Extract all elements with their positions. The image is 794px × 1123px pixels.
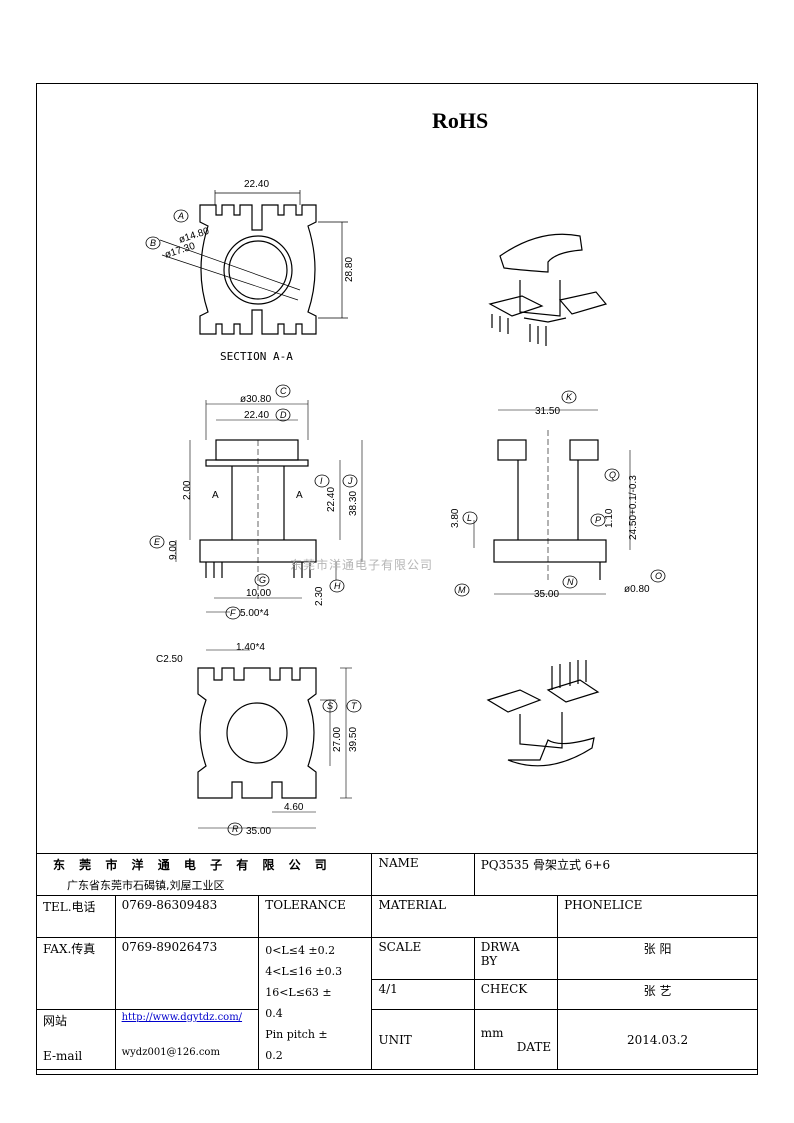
dim-chamfer: C2.50: [156, 654, 183, 665]
check-label: CHECK: [473, 979, 559, 1010]
front-view: [175, 400, 363, 613]
callout-p: P: [595, 515, 601, 525]
tolerance-line-5: Pin pitch ±: [265, 1028, 328, 1041]
material-value: PHONELICE: [557, 895, 758, 938]
tolerance-values: 0<L≤4 ±0.2 4<L≤16 ±0.3 16<L≤63 ± 0.4 Pin…: [258, 937, 373, 1070]
material-label: MATERIAL: [371, 895, 559, 938]
callout-e: E: [154, 537, 161, 547]
callout-r: R: [232, 824, 239, 834]
date-value: 2014.03.2: [557, 1009, 758, 1070]
dim-side-small: 1.10: [604, 508, 615, 528]
callout-j: J: [347, 476, 353, 486]
web-email-labels: 网站 E-mail: [36, 1009, 116, 1070]
tel-value: 0769-86309483: [114, 895, 260, 938]
callout-l: L: [467, 513, 472, 523]
unit-label: UNIT: [371, 1009, 475, 1070]
callout-m: M: [458, 585, 466, 595]
tolerance-line-1: 0<L≤4 ±0.2: [265, 944, 336, 957]
side-view: [473, 409, 631, 595]
callout-h: H: [334, 581, 341, 591]
name-label: NAME: [371, 853, 475, 896]
name-value: PQ3535 骨架立式 6+6: [473, 853, 759, 896]
section-arrow-right: A: [296, 490, 303, 501]
fax-value: 0769-89026473: [114, 937, 260, 1010]
callout-s: S: [327, 701, 333, 711]
web-email-values: http://www.dgytdz.com/ wydz001@126.com: [114, 1009, 260, 1070]
scale-label: SCALE: [371, 937, 475, 980]
web-link[interactable]: http://www.dgytdz.com/: [121, 1012, 243, 1023]
callout-n: N: [567, 577, 574, 587]
callout-q: Q: [609, 470, 616, 480]
draw-label-line-1: DRWA: [480, 940, 520, 954]
tolerance-line-3: 16<L≤63 ±: [265, 986, 332, 999]
drawing-frame: [36, 83, 758, 1075]
dim-bottom-pitch: 1.40*4: [236, 642, 265, 653]
callout-bubbles: [145, 209, 666, 836]
section-a-a-view: [159, 190, 348, 335]
dim-top-width: 22.40: [244, 179, 269, 190]
scale-value: 4/1: [371, 979, 475, 1010]
check-value: 张 艺: [557, 979, 758, 1010]
tolerance-line-4: 0.4: [265, 1007, 283, 1020]
dim-pin-pitch: 5.00*4: [240, 608, 269, 619]
draw-label: DRWA BY: [473, 937, 559, 980]
callout-o: O: [655, 571, 662, 581]
callout-b: B: [150, 238, 156, 248]
dim-inner-height: 22.40: [326, 487, 337, 512]
dim-top-height: 28.80: [344, 257, 355, 282]
isometric-view-top: [488, 233, 608, 346]
unit-value-cell: mm DATE: [473, 1009, 559, 1070]
company-cell: 东 莞 市 洋 通 电 子 有 限 公 司 广东省东莞市石碣镇,刘屋工业区: [35, 853, 373, 896]
dim-dia-a: ø14.80: [178, 226, 211, 246]
rohs-mark: RoHS: [432, 108, 489, 133]
fax-label: FAX.传真: [36, 937, 116, 1010]
callout-d: D: [280, 410, 287, 420]
dim-side-total: 24.50+0.1/-0.3: [628, 475, 639, 540]
callout-g: G: [259, 575, 266, 585]
dim-side-bottom: 35.00: [534, 589, 559, 600]
section-arrow-left: A: [212, 490, 219, 501]
technical-drawing: 22.40 ø14.80 ø17.30 28.80 SECTION A-A: [145, 179, 666, 837]
dim-side-width: 31.50: [535, 406, 560, 417]
bottom-view: [197, 649, 352, 829]
callout-c: C: [280, 386, 287, 396]
tel-label: TEL.电话: [36, 895, 116, 938]
dim-slot: 2.00: [182, 480, 193, 500]
company-address: 广东省东莞市石碣镇,刘屋工业区: [67, 879, 225, 892]
tolerance-line-6: 0.2: [265, 1049, 283, 1062]
email-value: wydz001@126.com: [121, 1047, 220, 1058]
email-label: E-mail: [43, 1049, 83, 1063]
dim-pin-length: 2.30: [314, 586, 325, 606]
dim-bottom-total: 39.50: [348, 727, 359, 752]
dim-bottom-height: 27.00: [332, 727, 343, 752]
dim-bottom-gap: 4.60: [284, 802, 304, 813]
dim-base-height: 9.00: [168, 540, 179, 560]
dim-bottom-width: 35.00: [246, 826, 271, 837]
dim-pin-dia: ø0.80: [624, 584, 650, 595]
dim-total-height: 38.30: [348, 491, 359, 516]
web-label: 网站: [43, 1014, 68, 1028]
section-title: SECTION A-A: [220, 350, 293, 363]
dim-pin-span: 10.00: [246, 588, 271, 599]
callout-k: K: [566, 392, 573, 402]
dim-side-base: 3.80: [450, 508, 461, 528]
draw-value: 张 阳: [557, 937, 758, 980]
draw-label-line-2: BY: [480, 954, 498, 968]
tolerance-line-2: 4<L≤16 ±0.3: [265, 965, 343, 978]
unit-value: mm: [480, 1025, 504, 1040]
isometric-view-bottom: [486, 660, 600, 767]
tolerance-label: TOLERANCE: [258, 895, 373, 938]
dim-front-dia: ø30.80: [240, 394, 272, 405]
callout-a: A: [177, 211, 184, 221]
company-name: 东 莞 市 洋 通 电 子 有 限 公 司: [53, 858, 332, 872]
callout-i: I: [320, 476, 323, 486]
callout-t: T: [351, 701, 358, 711]
date-label: DATE: [516, 1039, 552, 1054]
dim-front-width: 22.40: [244, 410, 269, 421]
watermark: 东莞市洋通电子有限公司: [290, 558, 434, 572]
title-block: 东 莞 市 洋 通 电 子 有 限 公 司 广东省东莞市石碣镇,刘屋工业区 NA…: [35, 853, 759, 1070]
callout-f: F: [230, 608, 236, 618]
